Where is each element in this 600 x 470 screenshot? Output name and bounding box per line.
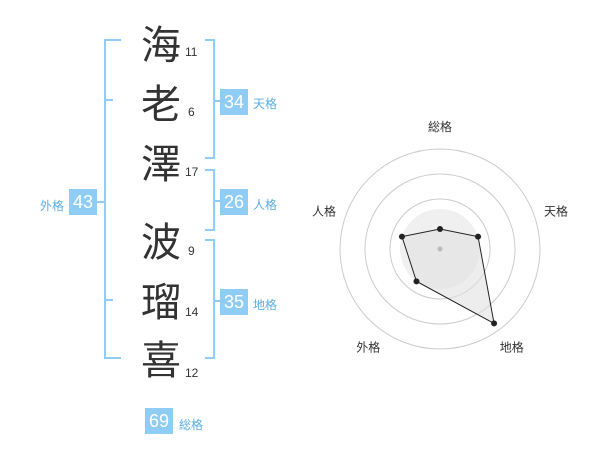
stroke-count-3: 17 [185, 165, 199, 179]
soukaku-value-badge: 69 [145, 408, 173, 434]
name-char-3: 澤 [141, 142, 181, 188]
chikaku-value-badge: 35 [220, 289, 248, 315]
radar-axis-label-3: 地格 [500, 340, 524, 355]
name-char-4: 波 [141, 220, 181, 266]
radar-center-dot [437, 246, 443, 252]
radar-point-5 [398, 233, 405, 240]
radar-ring-2 [389, 198, 491, 300]
tenkaku-value-badge: 34 [220, 89, 248, 115]
stroke-count-2: 6 [188, 105, 195, 119]
radar-polygon [401, 228, 495, 325]
chikaku-bracket [205, 239, 215, 359]
jinkaku-label: 人格 [253, 198, 278, 212]
radar-point-2 [475, 233, 482, 240]
tenkaku-bracket [205, 39, 215, 159]
stroke-count-4: 9 [188, 244, 195, 258]
gaikaku-value-badge: 43 [69, 189, 97, 215]
soukaku-label: 総格 [179, 418, 204, 432]
radar-ring-4 [339, 148, 541, 350]
gaikaku-label: 外格 [40, 199, 65, 213]
radar-point-1 [437, 226, 443, 232]
name-char-2: 老 [141, 82, 181, 128]
name-char-1: 海 [141, 23, 181, 69]
tenkaku-label: 天格 [253, 97, 278, 111]
stroke-count-1: 11 [185, 45, 198, 59]
chikaku-label: 地格 [253, 298, 278, 312]
radar-axis-label-4: 外格 [356, 340, 380, 355]
radar-point-3 [491, 320, 498, 327]
stroke-count-6: 12 [185, 366, 199, 380]
radar-axis-label-2: 天格 [544, 203, 568, 218]
name-char-6: 喜 [141, 338, 181, 384]
gaikaku-bracket [104, 39, 121, 359]
name-char-5: 瑠 [141, 280, 181, 326]
jinkaku-value-badge: 26 [220, 189, 248, 215]
radar-point-4 [413, 278, 420, 285]
radar-axis-label-1: 総格 [428, 119, 452, 134]
stroke-count-5: 14 [185, 305, 199, 319]
radar-axis-label-5: 人格 [312, 203, 336, 218]
radar-ring-3 [364, 173, 516, 325]
